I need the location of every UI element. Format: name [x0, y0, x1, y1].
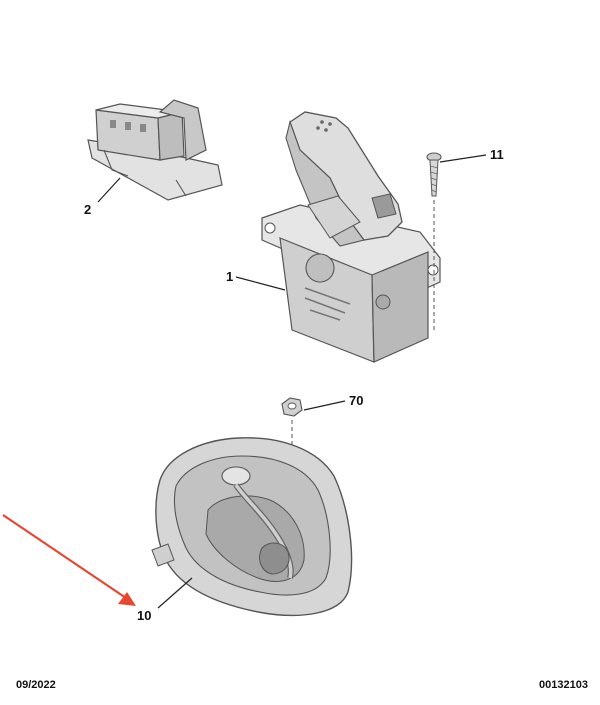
callout-label-70: 70: [349, 393, 363, 408]
part-10-gaiter[interactable]: [151, 437, 353, 617]
part-1-gear-selector[interactable]: [261, 111, 441, 363]
leader-lines: [97, 154, 487, 609]
callout-label-2: 2: [84, 202, 91, 217]
red-pointer-arrow: [2, 514, 136, 606]
callout-label-1: 1: [226, 269, 233, 284]
callout-label-10: 10: [137, 608, 151, 623]
part-70-nut[interactable]: [281, 397, 303, 417]
part-2-connector[interactable]: [87, 99, 223, 201]
footer-date: 09/2022: [16, 679, 56, 691]
footer-reference-number: 00132103: [539, 679, 588, 691]
part-11-screw[interactable]: [426, 152, 442, 197]
callout-label-11: 11: [490, 147, 504, 162]
